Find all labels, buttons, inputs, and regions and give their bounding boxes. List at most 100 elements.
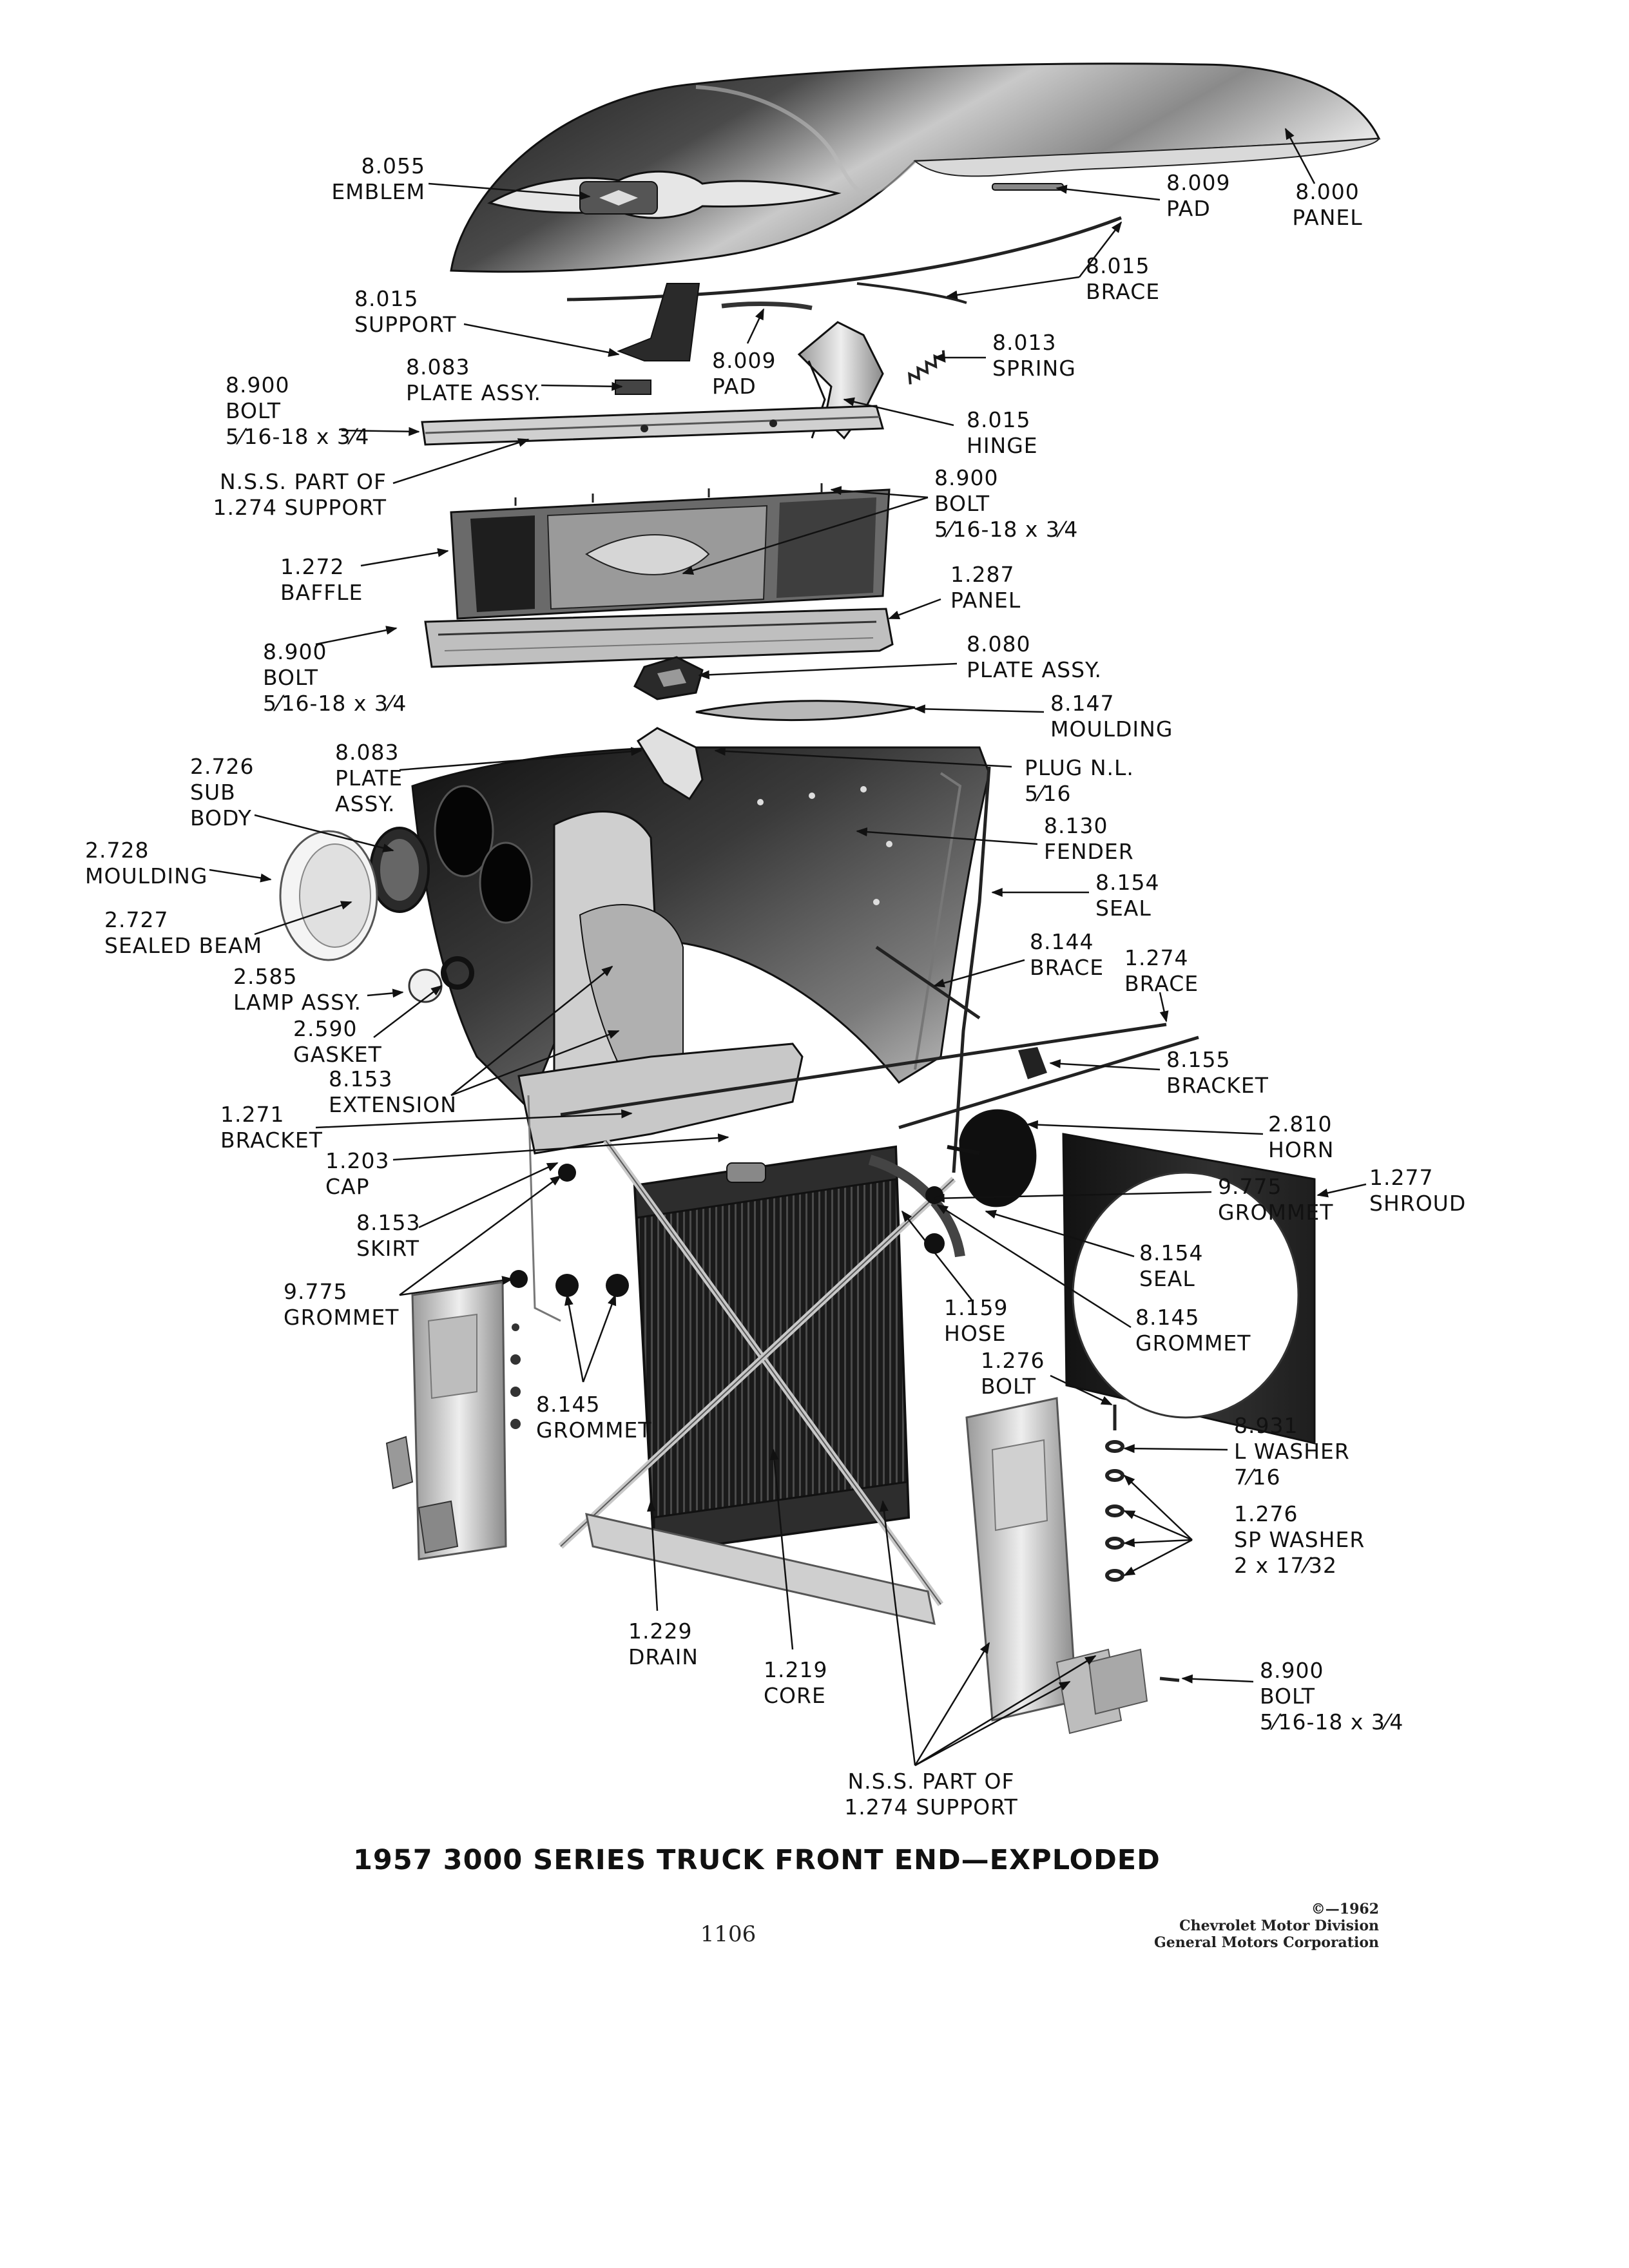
copyright-line: ©—1962 — [1311, 1901, 1379, 1917]
radiator-shape — [633, 1145, 965, 1555]
part-number: 2.810 — [1268, 1111, 1333, 1137]
part-number: 8.080 — [967, 631, 1031, 657]
label-plug: PLUG N.L. 5⁄16 — [1025, 755, 1134, 807]
part-name: BOLT — [226, 398, 282, 423]
part-name: SUB — [190, 780, 236, 805]
part-number: 8.154 — [1139, 1240, 1204, 1265]
part-name: ASSY. — [335, 791, 396, 816]
label-baffle: 1.272 BAFFLE — [280, 554, 363, 606]
label-extension: 8.153 EXTENSION — [329, 1066, 457, 1118]
diagram-title: 1957 3000 SERIES TRUCK FRONT END—EXPLODE… — [353, 1844, 1161, 1876]
part-size: 7⁄16 — [1234, 1465, 1281, 1490]
part-number: 1.159 — [944, 1295, 1008, 1320]
part-name: SUPPORT — [354, 312, 457, 337]
label-drain: 1.229 DRAIN — [628, 1619, 699, 1670]
part-number: 8.900 — [263, 639, 327, 664]
part-name: EMBLEM — [331, 179, 425, 204]
part-name: BRACKET — [220, 1128, 323, 1153]
part-number: 9.775 — [284, 1279, 348, 1304]
part-number: 8.154 — [1095, 870, 1160, 895]
label-cap: 1.203 CAP — [325, 1148, 389, 1200]
label-panel-grille: 1.287 PANEL — [950, 562, 1021, 613]
label-bolt-right-top: 8.900 BOLT 5⁄16-18 x 3⁄4 — [934, 465, 1078, 543]
label-l-washer: 8.931 L WASHER 7⁄16 — [1234, 1413, 1350, 1490]
part-number: 1.276 — [1234, 1501, 1298, 1526]
label-skirt: 8.153 SKIRT — [356, 1210, 420, 1262]
label-spring: 8.013 SPRING — [992, 330, 1076, 381]
part-name: PLUG N.L. — [1025, 755, 1134, 780]
copyright-line: Chevrolet Motor Division — [1179, 1917, 1379, 1934]
part-number: 1.276 — [981, 1348, 1045, 1373]
label-moulding-right: 8.147 MOULDING — [1050, 691, 1173, 742]
part-name: CAP — [325, 1174, 370, 1199]
part-name: L WASHER — [1234, 1439, 1350, 1464]
label-grommet-8145-right: 8.145 GROMMET — [1135, 1305, 1251, 1356]
part-number: 2.728 — [85, 838, 149, 863]
part-name: GASKET — [293, 1042, 382, 1067]
label-bolt-left-mid: 8.900 BOLT 5⁄16-18 x 3⁄4 — [263, 639, 407, 716]
label-moulding-lamp: 2.728 MOULDING — [85, 838, 207, 889]
label-plate-assy-right: 8.080 PLATE ASSY. — [967, 631, 1102, 683]
label-fender: 8.130 FENDER — [1044, 813, 1134, 865]
part-note: 1.274 SUPPORT — [213, 495, 387, 520]
label-brace-hood: 8.015 BRACE — [1086, 253, 1160, 305]
part-name: GROMMET — [1135, 1331, 1251, 1356]
part-number: 2.727 — [104, 907, 169, 932]
label-horn: 2.810 HORN — [1268, 1111, 1334, 1163]
part-number: 8.015 — [354, 286, 419, 311]
part-number: 1.274 — [1124, 945, 1189, 970]
part-number: 1.272 — [280, 554, 345, 579]
page-number: 1106 — [700, 1921, 757, 1947]
part-name: BRACE — [1124, 971, 1199, 996]
part-number: 8.000 — [1295, 179, 1360, 204]
label-bracket-8155: 8.155 BRACKET — [1166, 1047, 1269, 1099]
label-nss-support-bottom: N.S.S. PART OF 1.274 SUPPORT — [815, 1769, 1047, 1820]
label-bolt-left-top: 8.900 BOLT 5⁄16-18 x 3⁄4 — [226, 372, 369, 450]
part-note: 1.274 SUPPORT — [844, 1794, 1018, 1820]
part-name: PLATE ASSY. — [406, 380, 541, 405]
label-grommet-9775-right: 9.775 GROMMET — [1218, 1174, 1333, 1225]
part-name: CORE — [764, 1683, 826, 1708]
part-name: PAD — [1166, 196, 1211, 221]
label-grommet-8145-left: 8.145 GROMMET — [536, 1392, 651, 1443]
part-number: 8.900 — [226, 372, 290, 398]
part-number: 9.775 — [1218, 1174, 1282, 1199]
part-name: MOULDING — [85, 863, 208, 889]
part-name: BRACE — [1030, 955, 1104, 980]
part-number: 8.083 — [406, 354, 470, 380]
part-size: 2 x 17⁄32 — [1234, 1553, 1337, 1578]
label-pad-hood: 8.009 PAD — [1166, 170, 1230, 222]
label-core: 1.219 CORE — [764, 1657, 827, 1709]
part-name: DRAIN — [628, 1644, 699, 1669]
part-number: 8.015 — [967, 407, 1031, 432]
part-size: 5⁄16-18 x 3⁄4 — [263, 691, 407, 716]
part-name: SHROUD — [1369, 1191, 1467, 1216]
part-name: BOLT — [981, 1374, 1037, 1399]
label-bolt-1276: 1.276 BOLT — [981, 1348, 1045, 1399]
label-plate-assy-top: 8.083 PLATE ASSY. — [406, 354, 541, 406]
label-sub-body: 2.726 SUB BODY — [190, 754, 254, 831]
label-seal-lower: 8.154 SEAL — [1139, 1240, 1203, 1292]
part-name: SPRING — [992, 356, 1076, 381]
part-number: 8.900 — [1260, 1658, 1324, 1683]
label-bracket-1271: 1.271 BRACKET — [220, 1102, 323, 1153]
part-name: PANEL — [1292, 205, 1363, 230]
label-seal-right: 8.154 SEAL — [1095, 870, 1159, 921]
part-number: 1.219 — [764, 1657, 828, 1682]
part-number: 1.277 — [1369, 1165, 1434, 1190]
part-number: 8.153 — [329, 1066, 393, 1091]
part-name: BRACKET — [1166, 1073, 1269, 1098]
part-name: BODY — [190, 805, 252, 831]
part-name: PLATE ASSY. — [967, 657, 1102, 682]
part-name: SEAL — [1095, 896, 1152, 921]
part-name: BOLT — [1260, 1684, 1316, 1709]
part-number: 2.726 — [190, 754, 255, 779]
label-shroud: 1.277 SHROUD — [1369, 1165, 1466, 1216]
part-number: 1.229 — [628, 1619, 693, 1644]
part-name: MOULDING — [1050, 716, 1173, 742]
label-pad-mid: 8.009 PAD — [712, 348, 776, 399]
part-name: EXTENSION — [329, 1092, 457, 1117]
part-name: HINGE — [967, 433, 1038, 458]
part-number: 8.153 — [356, 1210, 421, 1235]
